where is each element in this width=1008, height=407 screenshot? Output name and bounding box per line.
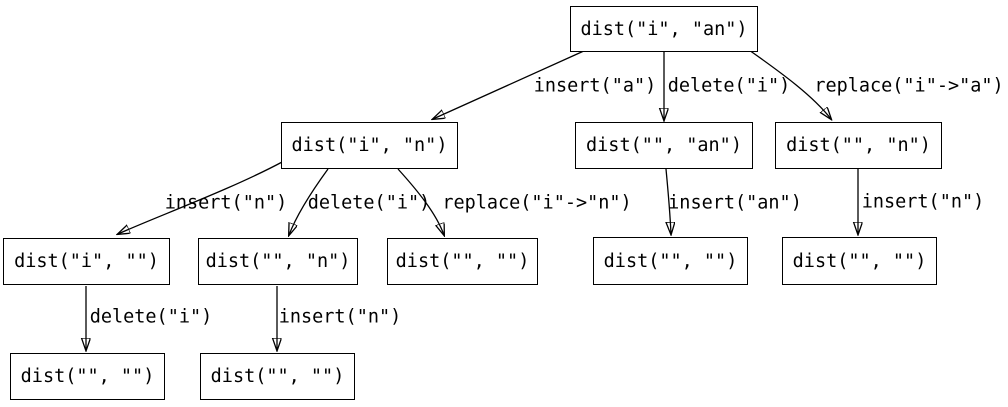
node-dist-empty-an: dist("", "an"): [575, 122, 753, 169]
edge-i-n-to-empty-n-2: [289, 168, 329, 235]
node-dist-i-an: dist("i", "an"): [570, 6, 758, 52]
edge-label-delete-i-3: delete("i"): [89, 306, 213, 328]
edge-root-to-i-n: [433, 49, 587, 119]
edge-label-replace-i-a: replace("i"->"a"): [814, 75, 1004, 97]
edge-label-insert-n-3: insert("n"): [278, 306, 402, 328]
edge-empty-an-to-empty-empty-2: [666, 168, 671, 234]
node-dist-empty-empty-5: dist("", ""): [200, 353, 355, 400]
node-dist-empty-n: dist("", "n"): [775, 122, 942, 169]
node-dist-empty-empty-3: dist("", ""): [782, 237, 937, 285]
edge-i-n-to-empty-empty-1: [397, 168, 444, 235]
edge-label-insert-n-2: insert("n"): [861, 191, 985, 213]
node-dist-i-n: dist("i", "n"): [281, 122, 458, 169]
edge-label-insert-a: insert("a"): [533, 75, 657, 97]
node-dist-empty-n-2: dist("", "n"): [198, 238, 358, 285]
edge-root-to-empty-n: [748, 49, 831, 119]
edge-label-insert-n: insert("n"): [164, 192, 288, 214]
edge-label-delete-i: delete("i"): [667, 75, 791, 97]
node-dist-i-empty: dist("i", ""): [3, 238, 170, 285]
node-dist-empty-empty-4: dist("", ""): [10, 353, 165, 400]
edge-label-insert-an: insert("an"): [668, 192, 802, 214]
edge-i-n-to-i-empty: [118, 160, 285, 234]
node-dist-empty-empty-2: dist("", ""): [593, 237, 748, 285]
node-dist-empty-empty-1: dist("", ""): [387, 238, 538, 285]
edge-label-delete-i-2: delete("i"): [307, 192, 431, 214]
edge-label-replace-i-n: replace("i"->"n"): [442, 192, 632, 214]
